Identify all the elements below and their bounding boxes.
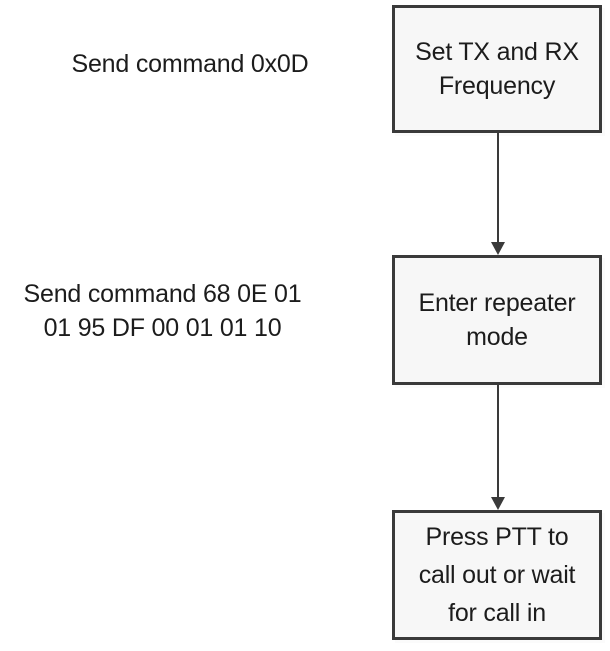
arrowhead-down-icon: [491, 497, 505, 510]
flowchart-node-enter-repeater[interactable]: Enter repeater mode: [392, 255, 602, 385]
arrowhead-down-icon: [491, 242, 505, 255]
connector-line: [497, 133, 499, 243]
annotation-command-repeater: Send command 68 0E 01 01 95 DF 00 01 01 …: [23, 280, 302, 342]
connector-set-frequency-to-enter-repeater: [490, 133, 506, 255]
connector-line: [497, 385, 499, 498]
node-label-press-ptt: Press PTT to call out or wait for call i…: [418, 523, 576, 627]
annotation-command-0d: Send command 0x0D: [71, 50, 309, 78]
flowchart-node-set-frequency[interactable]: Set TX and RX Frequency: [392, 5, 602, 133]
connector-enter-repeater-to-press-ptt: [490, 385, 506, 510]
flowchart-node-press-ptt[interactable]: Press PTT to call out or wait for call i…: [392, 510, 602, 640]
node-label-set-frequency: Set TX and RX Frequency: [415, 38, 579, 100]
node-label-enter-repeater: Enter repeater mode: [418, 289, 576, 351]
